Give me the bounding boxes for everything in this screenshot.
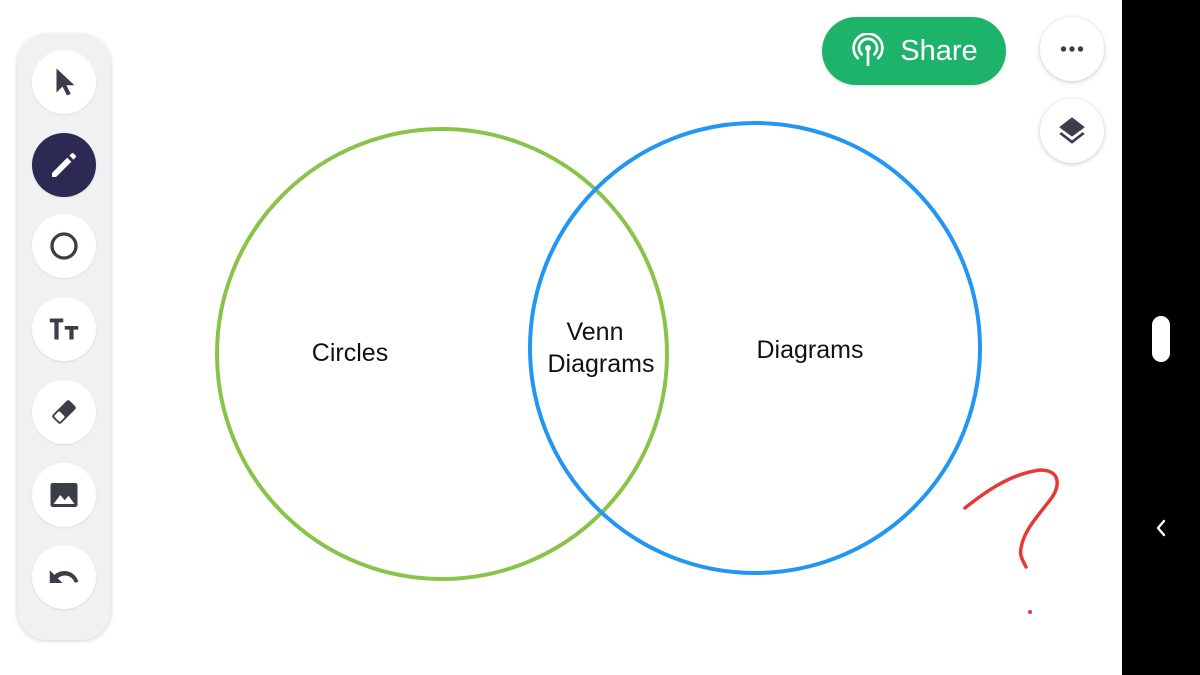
broadcast-icon [852,33,885,66]
label-venn[interactable]: Venn [566,318,623,346]
eraser-tool-button[interactable] [32,380,96,444]
label-circles[interactable]: Circles [312,339,388,367]
label-diagrams-overlap[interactable]: Diagrams [548,350,655,378]
layers-icon [1059,117,1085,144]
back-button[interactable] [1148,508,1174,548]
system-navigation-bar [1122,0,1200,675]
whiteboard-canvas[interactable]: Circles Venn Diagrams Diagrams [0,0,1122,675]
more-options-button[interactable] [1040,17,1104,81]
image-icon [50,483,78,507]
tool-sidebar [17,34,111,640]
select-tool-button[interactable] [32,50,96,114]
image-tool-button[interactable] [32,463,96,527]
green-circle[interactable] [215,127,669,581]
circle-shape-icon [50,232,78,260]
share-button[interactable]: Share [822,17,1006,85]
text-size-icon [49,318,79,340]
drawing-layer[interactable]: Circles Venn Diagrams Diagrams [0,0,1122,675]
eraser-icon [52,400,76,424]
home-pill-icon[interactable] [1152,316,1170,362]
handwritten-question-mark[interactable] [963,468,1059,614]
share-button-label: Share [900,34,978,67]
undo-icon [49,570,79,583]
back-chevron-icon [1156,519,1166,537]
shape-tool-button[interactable] [32,214,96,278]
pen-tool-button[interactable] [32,133,96,197]
pointer-arrow-icon [56,68,75,96]
text-tool-button[interactable] [32,297,96,361]
label-diagrams[interactable]: Diagrams [757,336,864,364]
more-horizontal-icon [1060,46,1084,52]
blue-circle[interactable] [528,121,982,575]
layers-button[interactable] [1040,99,1104,163]
pencil-icon [52,153,76,177]
undo-button[interactable] [32,545,96,609]
